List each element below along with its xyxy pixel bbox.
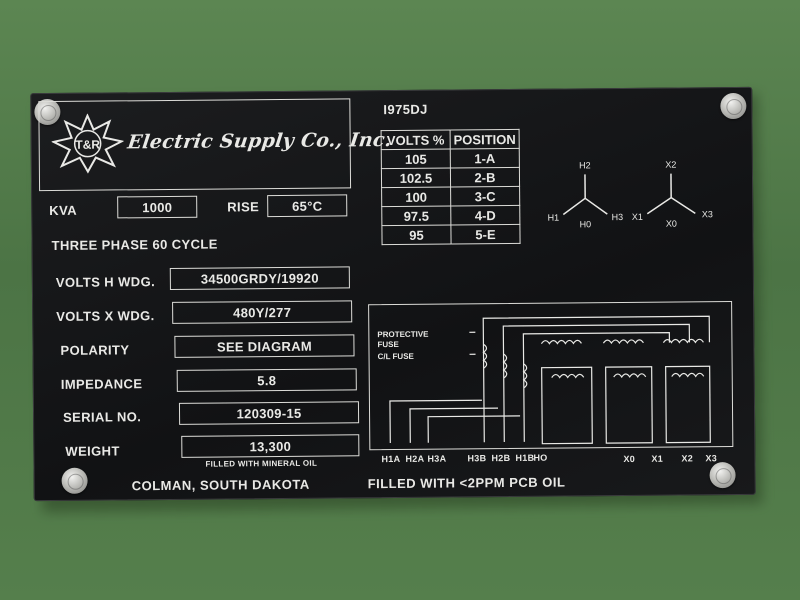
vector-label-x1: X1	[632, 212, 643, 222]
vector-label-x2: X2	[665, 160, 676, 170]
screw-top-right	[720, 92, 747, 120]
kva-value: 1000	[117, 195, 198, 219]
kva-label: KVA	[49, 202, 78, 218]
vector-diagram: H2 H1 H0 H3 X2 X1 X0 X3	[548, 160, 713, 230]
field-label-polarity: POLARITY	[60, 342, 130, 358]
tap-volts: 102.5	[381, 167, 451, 188]
weight-note: FILLED WITH MINERAL OIL	[205, 458, 318, 469]
tap-position: 2-B	[450, 167, 520, 187]
field-value-serial: 120309-15	[178, 401, 360, 425]
protective-fuse-label: PROTECTIVE	[377, 330, 429, 339]
model-code: I975DJ	[383, 101, 428, 118]
field-value-polarity: SEE DIAGRAM	[174, 334, 355, 358]
table-row: 95 5-E	[381, 224, 521, 245]
screw-bottom-right	[709, 462, 736, 489]
table-row: 105 1-A	[381, 148, 520, 169]
tap-volts: 95	[381, 224, 452, 245]
phase-text: THREE PHASE 60 CYCLE	[51, 236, 218, 253]
fuse-word-label: FUSE	[377, 340, 399, 349]
tap-volts: 100	[381, 186, 451, 207]
wiring-diagram: PROTECTIVE FUSE C/L FUSE	[377, 315, 711, 445]
table-row: 102.5 2-B	[381, 167, 520, 188]
rise-label: RISE	[227, 199, 260, 215]
terminal-h2b: H2B	[491, 452, 511, 464]
logo-initials: T&R	[75, 138, 100, 152]
manufacturer-name: Electric Supply Co., Inc.	[126, 128, 394, 154]
field-value-volts-h: 34500GRDY/19920	[169, 266, 350, 290]
terminal-h1b: H1B	[515, 452, 535, 463]
field-label-volts-x: VOLTS X WDG.	[56, 308, 155, 324]
field-label-weight: WEIGHT	[65, 443, 120, 459]
field-value-volts-x: 480Y/277	[172, 300, 353, 324]
vector-label-h1: H1	[548, 213, 560, 223]
screw-bottom-left	[61, 467, 88, 494]
tap-position: 3-C	[450, 186, 520, 206]
location-text: COLMAN, SOUTH DAKOTA	[131, 476, 310, 494]
table-row: 100 3-C	[381, 186, 520, 207]
field-value-impedance: 5.8	[176, 368, 357, 392]
vector-label-h0: H0	[580, 219, 592, 229]
rise-value: 65°C	[267, 194, 348, 218]
terminal-x2: X2	[681, 453, 694, 464]
tap-position: 5-E	[450, 224, 521, 244]
terminal-h3a: H3A	[427, 453, 447, 464]
vector-label-h2: H2	[579, 160, 591, 170]
vector-label-h3: H3	[612, 212, 624, 222]
table-row: 97.5 4-D	[381, 205, 520, 226]
nameplate: T&R Electric Supply Co., Inc. I975DJ KVA…	[30, 86, 756, 502]
tap-volts: 105	[381, 148, 451, 169]
field-label-impedance: IMPEDANCE	[60, 376, 143, 392]
tap-position: 1-A	[450, 148, 520, 168]
table-header-position: POSITION	[450, 129, 520, 149]
lightning-badge-icon: T&R	[51, 113, 124, 174]
terminal-h1a: H1A	[381, 453, 401, 465]
terminal-x1: X1	[651, 453, 664, 464]
terminal-x3: X3	[705, 453, 718, 464]
terminal-h2a: H2A	[405, 453, 425, 464]
table-header-row: VOLTS % POSITION	[381, 129, 520, 150]
tap-volts: 97.5	[381, 205, 451, 226]
terminal-ho: HO	[533, 452, 548, 463]
terminal-h3b: H3B	[467, 453, 487, 464]
field-label-serial: SERIAL NO.	[62, 409, 142, 425]
vector-label-x3: X3	[702, 209, 713, 219]
manufacturer-logo-box: T&R Electric Supply Co., Inc.	[38, 98, 393, 192]
tap-position-table: VOLTS % POSITION 105 1-A 102.5 2-B 100 3…	[381, 129, 521, 245]
vector-label-x0: X0	[666, 219, 677, 229]
tap-position: 4-D	[450, 205, 520, 225]
cl-fuse-label: C/L FUSE	[378, 352, 415, 361]
pcb-note: FILLED WITH <2PPM PCB OIL	[367, 474, 566, 492]
terminal-x0: X0	[623, 453, 636, 464]
field-label-volts-h: VOLTS H WDG.	[55, 274, 156, 290]
table-header-volts: VOLTS %	[381, 129, 451, 150]
wiring-diagram-box: PROTECTIVE FUSE C/L FUSE	[368, 301, 734, 451]
field-value-weight: 13,300	[181, 434, 360, 458]
